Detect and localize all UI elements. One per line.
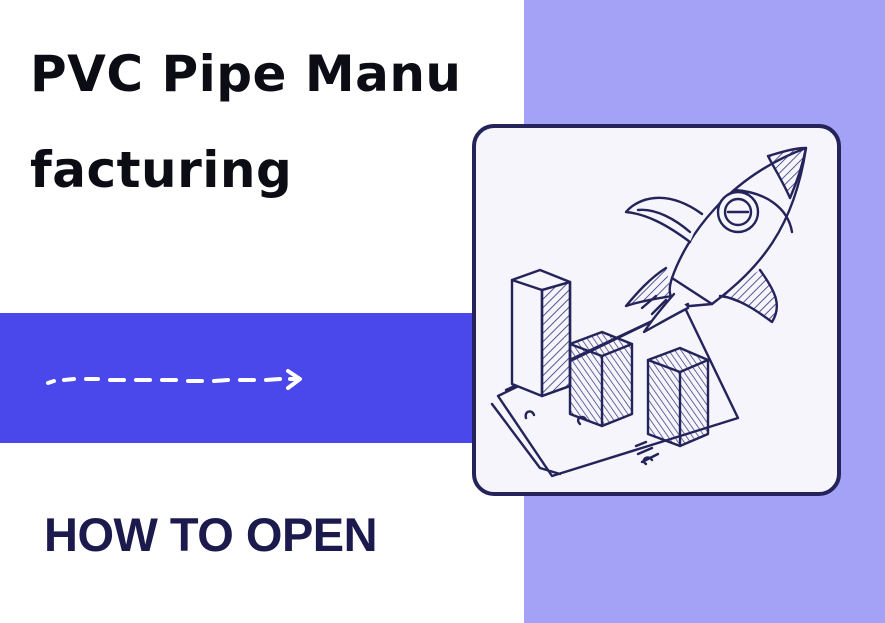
- rocket-bar-chart-illustration: [490, 146, 808, 478]
- how-to-open-label: HOW TO OPEN: [44, 508, 378, 561]
- dashed-arrow-icon: [46, 369, 302, 390]
- accent-band: [0, 313, 478, 443]
- illustration-card: [472, 124, 841, 496]
- page-title: PVC Pipe Manufacturing: [30, 45, 462, 199]
